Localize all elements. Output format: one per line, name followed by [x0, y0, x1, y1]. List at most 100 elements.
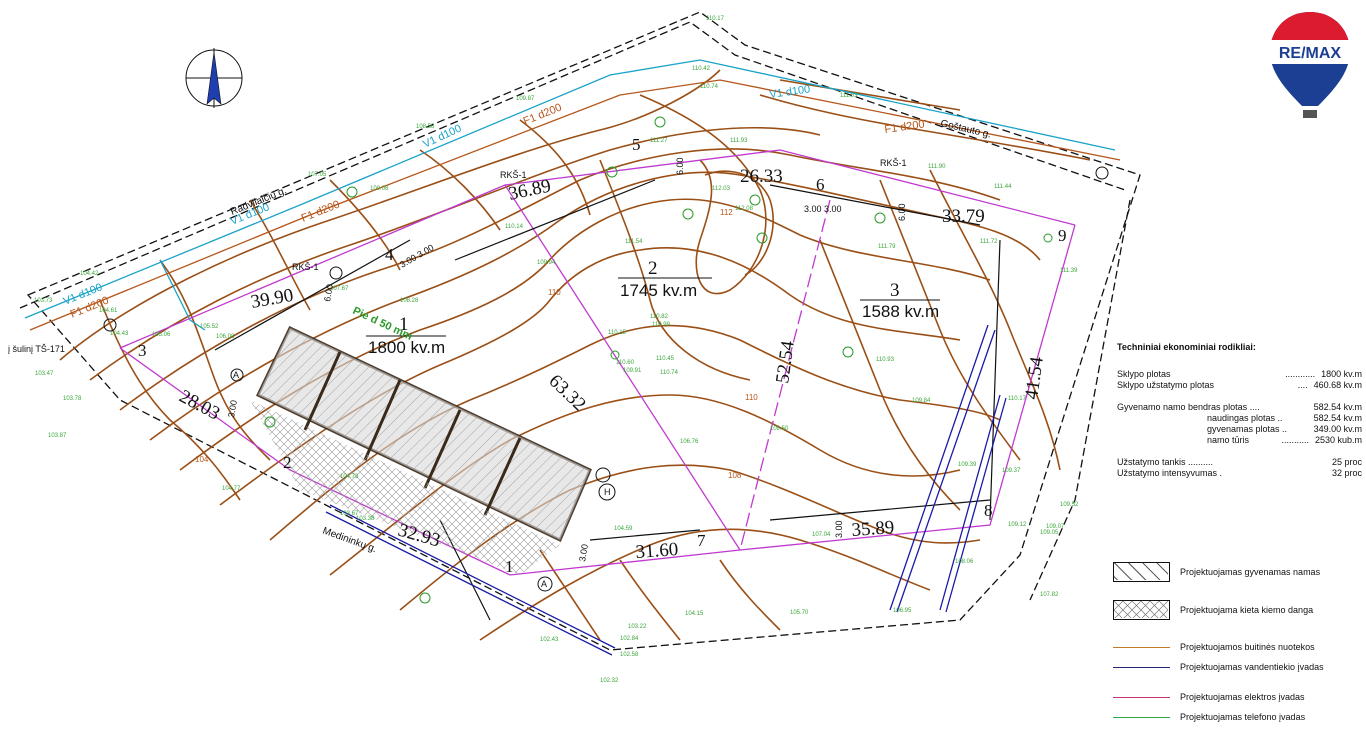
svg-text:110: 110 — [548, 288, 561, 297]
tech-row-dots — [1283, 413, 1314, 424]
corner-number: 2 — [283, 453, 292, 472]
tech-row-value: 1800 kv.m — [1321, 369, 1362, 379]
dim-label: 6.00 — [897, 203, 907, 221]
pipe-labels: V1 d100 F1 d200 V1 d100 F1 d200 V1 d100 … — [62, 83, 926, 343]
logo-text: RE/MAX — [1279, 45, 1342, 62]
tech-row-value: 25 proc — [1331, 457, 1362, 467]
plot-2-number: 2 — [648, 258, 658, 279]
tech-row-dots: .... — [1297, 380, 1308, 390]
dim-label: 63.32 — [545, 370, 590, 415]
elevation-value: 109.39 — [958, 462, 977, 468]
elevation-value: 109.37 — [1002, 468, 1021, 474]
elevation-value: 110.74 — [700, 84, 719, 90]
sewer-pipe-f1 — [29, 79, 1121, 331]
elevation-value: 110.74 — [660, 370, 679, 376]
elevation-value: 111.27 — [650, 138, 668, 144]
legend-crosshatch-swatch — [1113, 600, 1170, 620]
elevation-value: 107.05 — [308, 172, 327, 178]
elevation-value: 111.53 — [840, 93, 858, 99]
corner-number: 3 — [138, 341, 147, 360]
tech-row-label: Sklypo užstatymo plotas — [1117, 380, 1215, 390]
pipe-label-v1: V1 d100 — [769, 83, 811, 101]
contour-lines — [59, 69, 1091, 641]
tech-row-label: naudingas plotas .. — [1207, 413, 1283, 423]
legend-line-swatch — [1113, 646, 1170, 648]
corner-number: 7 — [697, 531, 706, 550]
elevation-value: 110.17 — [1008, 396, 1027, 402]
legend-line-swatch — [1113, 716, 1170, 718]
elevation-value: 110.15 — [608, 330, 627, 336]
elevation-value: 109.94 — [537, 260, 556, 266]
legend-label: Projektuojamas gyvenamas namas — [1180, 567, 1321, 577]
courtyard-paving — [250, 400, 560, 575]
elevation-value: 111.79 — [878, 244, 896, 250]
elevation-value: 109.52 — [1060, 502, 1079, 508]
elevation-value: 109.05 — [1040, 530, 1059, 536]
tech-row-value: 582.54 kv.m — [1313, 402, 1362, 412]
elevation-value: 106.08 — [216, 334, 235, 340]
legend-item: Projektuojamas telefono įvadas — [1113, 712, 1305, 722]
elevation-value: 110.17 — [706, 16, 725, 22]
elevation-value: 104.59 — [614, 526, 633, 532]
svg-text:112: 112 — [720, 208, 733, 217]
elevation-value: 104.15 — [685, 611, 704, 617]
plot-1-area: 1800 kv.m — [368, 338, 445, 357]
street-medininku: Medininkų g. — [321, 525, 378, 555]
dim-label: 3.00 3.00 — [398, 242, 436, 269]
tech-row-dots — [1222, 468, 1332, 479]
tech-row: Užstatymo intensyvumas .32 proc — [1117, 468, 1362, 479]
tech-row: Sklypo užstatymo plotas.... 460.68 kv.m — [1117, 380, 1362, 391]
elevation-value: 104.42 — [80, 271, 99, 277]
elevation-value: 108.28 — [400, 298, 419, 304]
legend-line-swatch — [1113, 696, 1170, 698]
dim-label: 28.03 — [176, 386, 224, 425]
elevation-value: 109.08 — [370, 186, 389, 192]
tree-symbols — [264, 116, 1053, 604]
corner-numbers: 1 2 3 4 5 6 7 8 9 — [138, 135, 1067, 576]
tech-title: Techniniai ekonominiai rodikliai: — [1117, 342, 1256, 352]
dim-label: 33.79 — [942, 206, 985, 227]
svg-text:104: 104 — [195, 455, 209, 464]
elevation-value: 111.54 — [625, 239, 643, 245]
marker-a: A — [541, 579, 547, 589]
elevation-value: 103.22 — [628, 624, 647, 630]
tech-row-value: 582.54 kv.m — [1313, 413, 1362, 423]
elevation-value: 105.52 — [200, 324, 219, 330]
elevation-value: 104.61 — [99, 308, 118, 314]
elevation-value: 103.87 — [48, 433, 67, 439]
legend-label: Projektuojamos buitinės nuotekos — [1180, 642, 1315, 652]
plot-3-area: 1588 kv.m — [862, 302, 939, 321]
corner-number: 1 — [505, 557, 514, 576]
dim-label: 6.00 — [675, 157, 685, 175]
elevation-value: 110.14 — [505, 224, 524, 230]
technical-indicators: Techniniai ekonominiai rodikliai: Sklypo… — [1117, 342, 1362, 479]
tech-row-label: namo tūris — [1207, 435, 1250, 445]
water-pipe-v1 — [24, 59, 1116, 331]
pipe-label-f1: F1 d200 — [884, 118, 926, 136]
legend-label: Projektuojama kieta kiemo danga — [1180, 605, 1314, 615]
tech-row-dots: ........... — [1281, 435, 1309, 445]
tech-row-value: 460.68 kv.m — [1313, 380, 1362, 390]
elevation-value: 108.06 — [955, 559, 974, 565]
rks-label: RKŠ-1 — [292, 262, 319, 272]
dim-label: 3.00 3.00 — [804, 204, 842, 214]
tech-row-value: 32 proc — [1331, 468, 1362, 478]
building-envelope-lines — [214, 179, 1001, 621]
dim-label: 35.89 — [851, 517, 895, 541]
elevation-value: 107.04 — [812, 532, 831, 538]
contour-labels: 110 112 110 108 104 — [195, 208, 758, 480]
elevation-value: 104.77 — [222, 486, 241, 492]
corner-number: 8 — [984, 501, 993, 520]
tech-row: Sklypo plotas............1800 kv.m — [1117, 369, 1362, 380]
legend-label: Projektuojamas telefono įvadas — [1180, 712, 1306, 722]
elevation-value: 111.93 — [730, 138, 748, 144]
plot-1-number: 1 — [399, 314, 409, 335]
elevation-value: 103.78 — [63, 396, 82, 402]
elevation-value: 104.73 — [340, 474, 359, 480]
elevation-value: 109.87 — [516, 96, 535, 102]
elevation-value: 106.95 — [893, 608, 912, 614]
north-arrow-icon — [185, 48, 243, 108]
